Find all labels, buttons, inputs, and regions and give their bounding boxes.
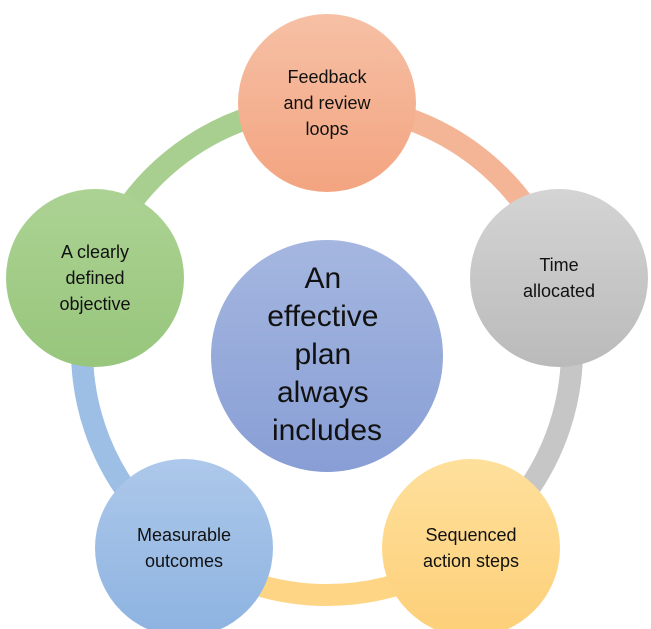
node-circle (95, 459, 273, 629)
center-text: An effective plan always includes (267, 262, 387, 447)
node-circle (382, 459, 560, 629)
center-circle: An effective plan always includes (211, 240, 443, 472)
node-circle (470, 189, 648, 367)
node-circle (238, 14, 416, 192)
node-circle (6, 189, 184, 367)
